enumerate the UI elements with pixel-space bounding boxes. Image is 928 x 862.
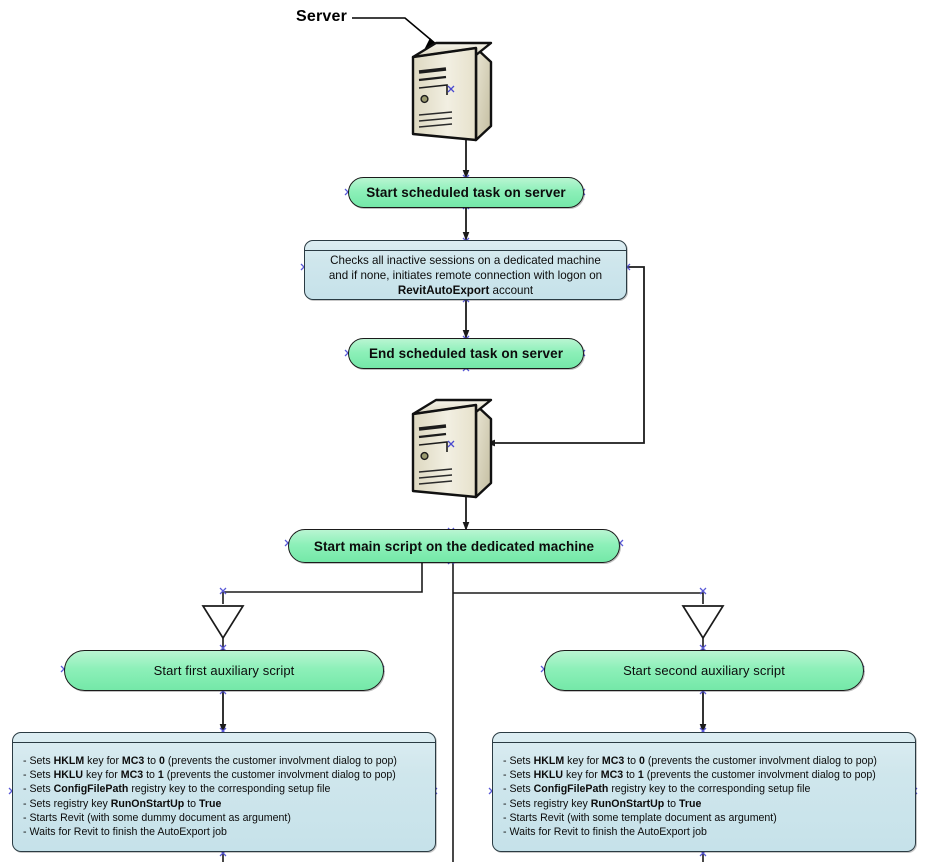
detail-row: - Sets HKLU key for MC3 to 1 (prevents t… [23, 768, 396, 782]
edge-main-to-left-branch [222, 562, 423, 604]
detail-text: - Sets [23, 754, 54, 767]
detail-text: - Sets [23, 769, 54, 782]
detail-text: to [143, 769, 158, 782]
detail-row: - Starts Revit (with some dummy document… [23, 811, 291, 825]
detail-row: - Sets HKLM key for MC3 to 0 (prevents t… [23, 754, 397, 768]
node-label: End scheduled task on server [368, 346, 564, 361]
note-line-2: and if none, initiates remote connection… [328, 269, 603, 282]
detail-emphasis: MC3 [600, 769, 624, 782]
detail-text: - Sets registry key [503, 797, 591, 810]
detail-emphasis: 1 [157, 769, 164, 782]
detail-emphasis: MC3 [120, 769, 144, 782]
detail-text: - Sets registry key [23, 797, 111, 810]
detail-row: - Waits for Revit to finish the AutoExpo… [23, 825, 227, 839]
detail-emphasis: RunOnStartUp [110, 797, 185, 810]
detail-emphasis: HKLM [53, 754, 85, 767]
detail-emphasis: True [679, 797, 702, 810]
server-label-pointer [352, 17, 447, 54]
detail-emphasis: True [199, 797, 222, 810]
detail-row: - Sets HKLM key for MC3 to 0 (prevents t… [503, 754, 877, 768]
detail-text: - Sets [503, 783, 534, 796]
detail-text: (prevents the customer involvment dialog… [643, 769, 876, 782]
detail-text: to [144, 754, 160, 767]
detail-emphasis: 0 [159, 754, 165, 767]
account-suffix: account [489, 284, 534, 297]
detail-text: - Sets [503, 754, 534, 767]
node-label: Start second auxiliary script [623, 663, 785, 678]
node-end-scheduled-task[interactable]: End scheduled task on server [348, 338, 584, 369]
detail-right-body: - Sets HKLM key for MC3 to 0 (prevents t… [493, 743, 915, 851]
connection-marker [447, 85, 455, 93]
detail-emphasis: ConfigFilePath [533, 783, 609, 796]
node-start-second-auxiliary-script[interactable]: Start second auxiliary script [544, 650, 864, 691]
note-line-3: RevitAutoExport account [398, 283, 533, 298]
detail-emphasis: RunOnStartUp [590, 797, 665, 810]
connection-marker [447, 440, 455, 448]
node-label: Start first auxiliary script [153, 663, 295, 678]
detail-text: - Starts Revit (with some dummy document… [23, 811, 291, 824]
detail-text: - Sets [23, 783, 54, 796]
detail-text: registry key to the corresponding setup … [128, 783, 331, 796]
note-header-band [493, 733, 915, 743]
node-check-sessions-note[interactable]: Checks all inactive sessions on a dedica… [304, 240, 627, 300]
branch-triangle-left [201, 605, 245, 640]
note-line-1: Checks all inactive sessions on a dedica… [330, 254, 601, 267]
detail-text: to [184, 797, 200, 810]
branch-triangle-right [681, 605, 725, 640]
detail-text: - Starts Revit (with some template docum… [503, 811, 777, 824]
detail-emphasis: HKLM [533, 754, 565, 767]
detail-row: - Sets registry key RunOnStartUp to True [503, 797, 701, 811]
detail-emphasis: MC3 [601, 754, 625, 767]
detail-text: key for [84, 754, 122, 767]
detail-text: - Waits for Revit to finish the AutoExpo… [23, 825, 227, 838]
note-header-band [13, 733, 435, 743]
detail-text: (prevents the customer involvment dialog… [163, 769, 396, 782]
detail-row: - Waits for Revit to finish the AutoExpo… [503, 825, 707, 839]
detail-text: registry key to the corresponding setup … [608, 783, 811, 796]
detail-text: key for [563, 769, 601, 782]
detail-emphasis: HKLU [53, 769, 84, 782]
detail-emphasis: MC3 [121, 754, 145, 767]
node-label: Start main script on the dedicated machi… [313, 538, 595, 554]
detail-text: key for [564, 754, 602, 767]
server-tower-icon-top [411, 41, 493, 142]
server-label: Server [296, 8, 348, 25]
detail-emphasis: ConfigFilePath [53, 783, 129, 796]
node-label: Start scheduled task on server [366, 185, 566, 200]
detail-row: - Sets ConfigFilePath registry key to th… [503, 782, 810, 796]
detail-emphasis: 0 [639, 754, 645, 767]
detail-row: - Starts Revit (with some template docum… [503, 811, 777, 825]
detail-text: (prevents the customer involvment dialog… [644, 754, 877, 767]
note-body: Checks all inactive sessions on a dedica… [305, 251, 626, 299]
detail-text: to [664, 797, 680, 810]
detail-text: - Sets [503, 769, 534, 782]
node-start-scheduled-task[interactable]: Start scheduled task on server [348, 177, 584, 208]
node-start-main-script[interactable]: Start main script on the dedicated machi… [288, 529, 620, 563]
node-detail-second-auxiliary[interactable]: - Sets HKLM key for MC3 to 0 (prevents t… [492, 732, 916, 852]
detail-emphasis: HKLU [533, 769, 564, 782]
edge-right-branch-across [453, 592, 704, 604]
detail-row: - Sets HKLU key for MC3 to 1 (prevents t… [503, 768, 876, 782]
detail-text: key for [83, 769, 121, 782]
detail-text: - Waits for Revit to finish the AutoExpo… [503, 825, 707, 838]
detail-emphasis: 1 [637, 769, 644, 782]
server-tower-icon-dedicated [411, 398, 493, 499]
detail-row: - Sets ConfigFilePath registry key to th… [23, 782, 330, 796]
detail-text: (prevents the customer involvment dialog… [164, 754, 397, 767]
note-header-band [305, 241, 626, 251]
detail-left-body: - Sets HKLM key for MC3 to 0 (prevents t… [13, 743, 435, 851]
detail-text: to [624, 754, 640, 767]
detail-row: - Sets registry key RunOnStartUp to True [23, 797, 221, 811]
account-name: RevitAutoExport [397, 284, 490, 297]
node-detail-first-auxiliary[interactable]: - Sets HKLM key for MC3 to 0 (prevents t… [12, 732, 436, 852]
node-start-first-auxiliary-script[interactable]: Start first auxiliary script [64, 650, 384, 691]
detail-text: to [623, 769, 638, 782]
